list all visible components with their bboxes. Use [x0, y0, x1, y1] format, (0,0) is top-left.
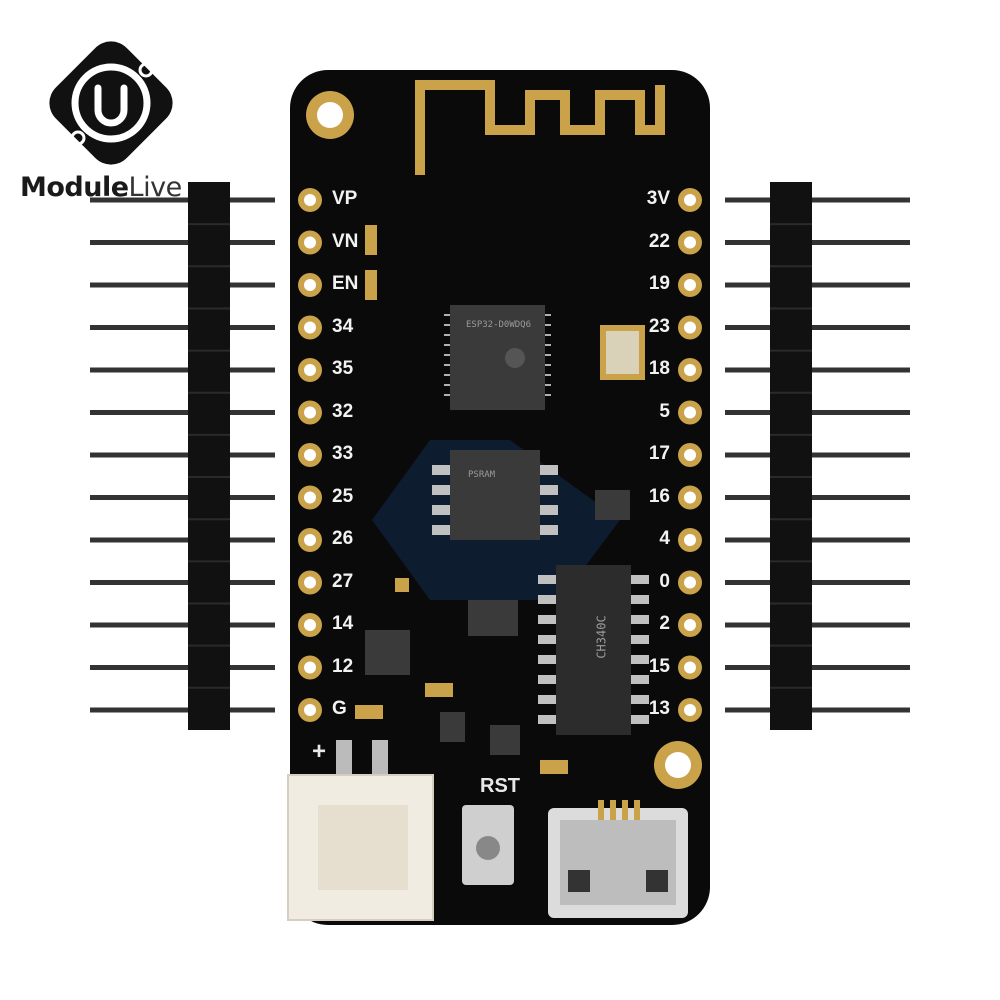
pin-label-32: 32 — [332, 400, 354, 422]
pin-label-35: 35 — [332, 358, 354, 379]
pin-label-17: 17 — [648, 443, 670, 464]
pin-label-33: 33 — [332, 443, 354, 464]
esp32-chip-text: ESP32-D0WDQ6 — [466, 320, 532, 330]
pin-label-23: 23 — [648, 315, 670, 337]
header-plastic — [188, 182, 230, 730]
pin-label-2: 2 — [659, 613, 670, 634]
pin-label-26: 26 — [332, 528, 354, 549]
battery-connector — [287, 740, 434, 921]
ch340-chip-text: CH340C — [594, 615, 609, 659]
pin-label-27: 27 — [332, 570, 354, 592]
logo-icon — [49, 41, 173, 165]
ch340-chip — [538, 565, 649, 735]
pin-label-19: 19 — [648, 273, 670, 294]
psram-chip-text: PSRAM — [468, 470, 496, 480]
left-pin-header — [90, 182, 275, 730]
small-components — [365, 490, 630, 755]
pin-label-vn: VN — [332, 230, 359, 252]
pin-label-34: 34 — [332, 315, 354, 337]
pin-label-0: 0 — [659, 570, 670, 592]
pin-label-15: 15 — [648, 655, 670, 677]
pin-label-22: 22 — [648, 230, 670, 252]
pin-label-13: 13 — [648, 698, 670, 719]
pin-label-vp: VP — [332, 188, 358, 209]
rst-label: RST — [480, 775, 520, 797]
pin-label-25: 25 — [332, 485, 354, 507]
pin-label-14: 14 — [332, 613, 354, 634]
pin-label-12: 12 — [332, 655, 354, 677]
pin-label-18: 18 — [648, 358, 670, 379]
pin-label-4: 4 — [659, 528, 670, 549]
psram-chip — [432, 450, 558, 540]
esp32-chip — [444, 305, 551, 410]
pin-label-en: EN — [332, 273, 359, 294]
pin-label-3v: 3V — [646, 188, 670, 209]
pin-label-16: 16 — [648, 485, 670, 507]
plus-label: + — [312, 738, 327, 765]
pin-label-g: G — [332, 698, 347, 719]
brand-logo — [36, 28, 186, 178]
antenna-trace — [415, 80, 665, 175]
header-plastic — [770, 182, 812, 730]
pin-label-5: 5 — [659, 400, 670, 422]
right-pin-header — [725, 182, 910, 730]
micro-usb-port — [548, 800, 688, 918]
left-pads — [298, 188, 322, 722]
right-pads — [678, 188, 702, 722]
